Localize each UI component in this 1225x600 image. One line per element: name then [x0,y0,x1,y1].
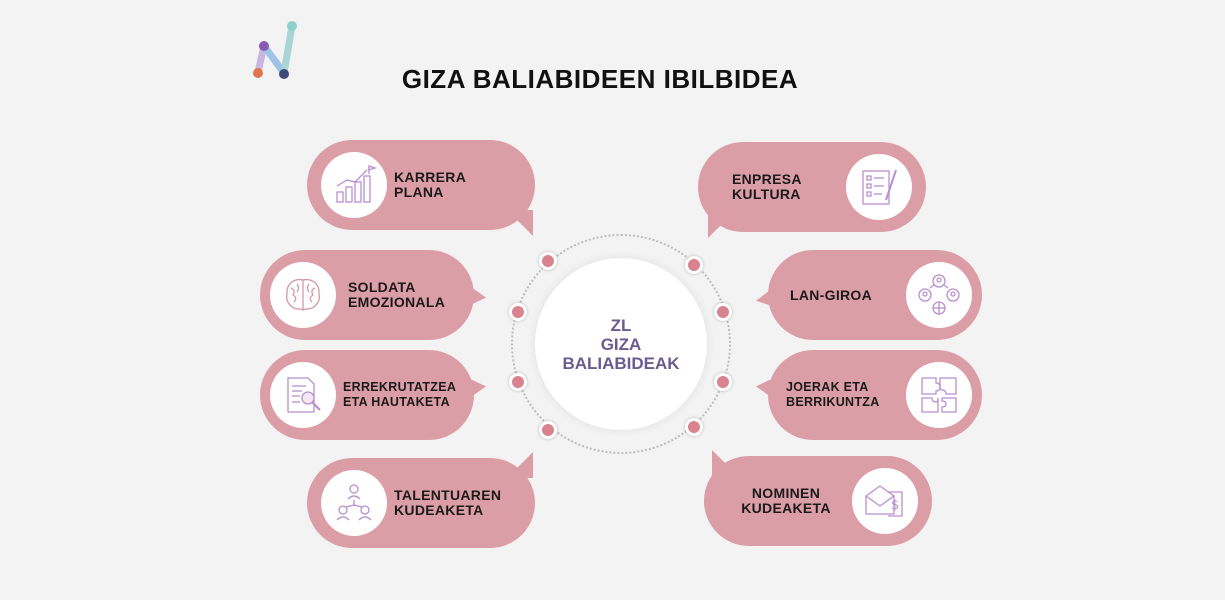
center-ring [511,234,731,454]
item-nominen-kudeaketa: $ NOMINEN KUDEAKETA [704,450,932,546]
item-lan-giroa: LAN-GIROA [756,250,982,340]
item-karrera-plana: KARRERA PLANA [307,140,535,236]
item-errekrutatzea: ERREKRUTATZEA ETA HAUTAKETA [260,350,486,440]
item-label-line1: SOLDATA [348,279,416,295]
item-label-line1: KARRERA [394,169,467,185]
page-title: GIZA BALIABIDEEN IBILBIDEA [401,64,799,94]
item-enpresa-kultura: ENPRESA KULTURA [698,142,926,238]
puzzle-icon [906,362,972,428]
item-soldata-emozionala: SOLDATA EMOZIONALA [260,250,486,340]
payroll-envelope-icon: $ [852,468,918,534]
item-label-line1: NOMINEN [751,485,821,501]
item-label-line1: ERREKRUTATZEA [343,380,457,394]
ring-dot [714,373,732,391]
center-line2: GIZA [600,334,642,354]
checklist-icon [846,154,912,220]
svg-text:$: $ [891,498,899,513]
team-network-icon [321,470,387,536]
item-label-line1: TALENTUAREN [394,487,502,503]
item-label-line1: LAN-GIROA [790,286,873,303]
item-talentuaren-kudeaketa: TALENTUAREN KUDEAKETA [307,452,535,548]
center-line3: BALIABIDEAK [562,353,680,373]
ring-dot [685,418,703,436]
growth-chart-icon [321,152,387,218]
people-globe-icon [906,262,972,328]
ring-dot [685,256,703,274]
item-label-line1: ENPRESA [732,171,802,187]
brand-logo [253,21,297,79]
document-search-icon [270,362,336,428]
ring-dot [539,421,557,439]
item-label-line1: JOERAK ETA [786,380,869,394]
item-joerak-berrikuntza: JOERAK ETA BERRIKUNTZA [756,350,982,440]
item-label-line2: KULTURA [732,186,801,202]
item-label-line2: EMOZIONALA [348,294,446,310]
ring-dot [539,252,557,270]
item-label-line2: KUDEAKETA [394,502,484,518]
item-label-line2: ETA HAUTAKETA [343,395,450,409]
brain-icon [270,262,336,328]
item-label-line2: PLANA [394,184,444,200]
ring-dot [714,303,732,321]
center-hub: ZL GIZA BALIABIDEAK [535,258,707,430]
ring-dot [509,303,527,321]
item-label-line2: BERRIKUNTZA [786,395,880,409]
ring-dot [509,373,527,391]
center-line1: ZL [610,315,632,335]
item-label-line2: KUDEAKETA [741,500,831,516]
